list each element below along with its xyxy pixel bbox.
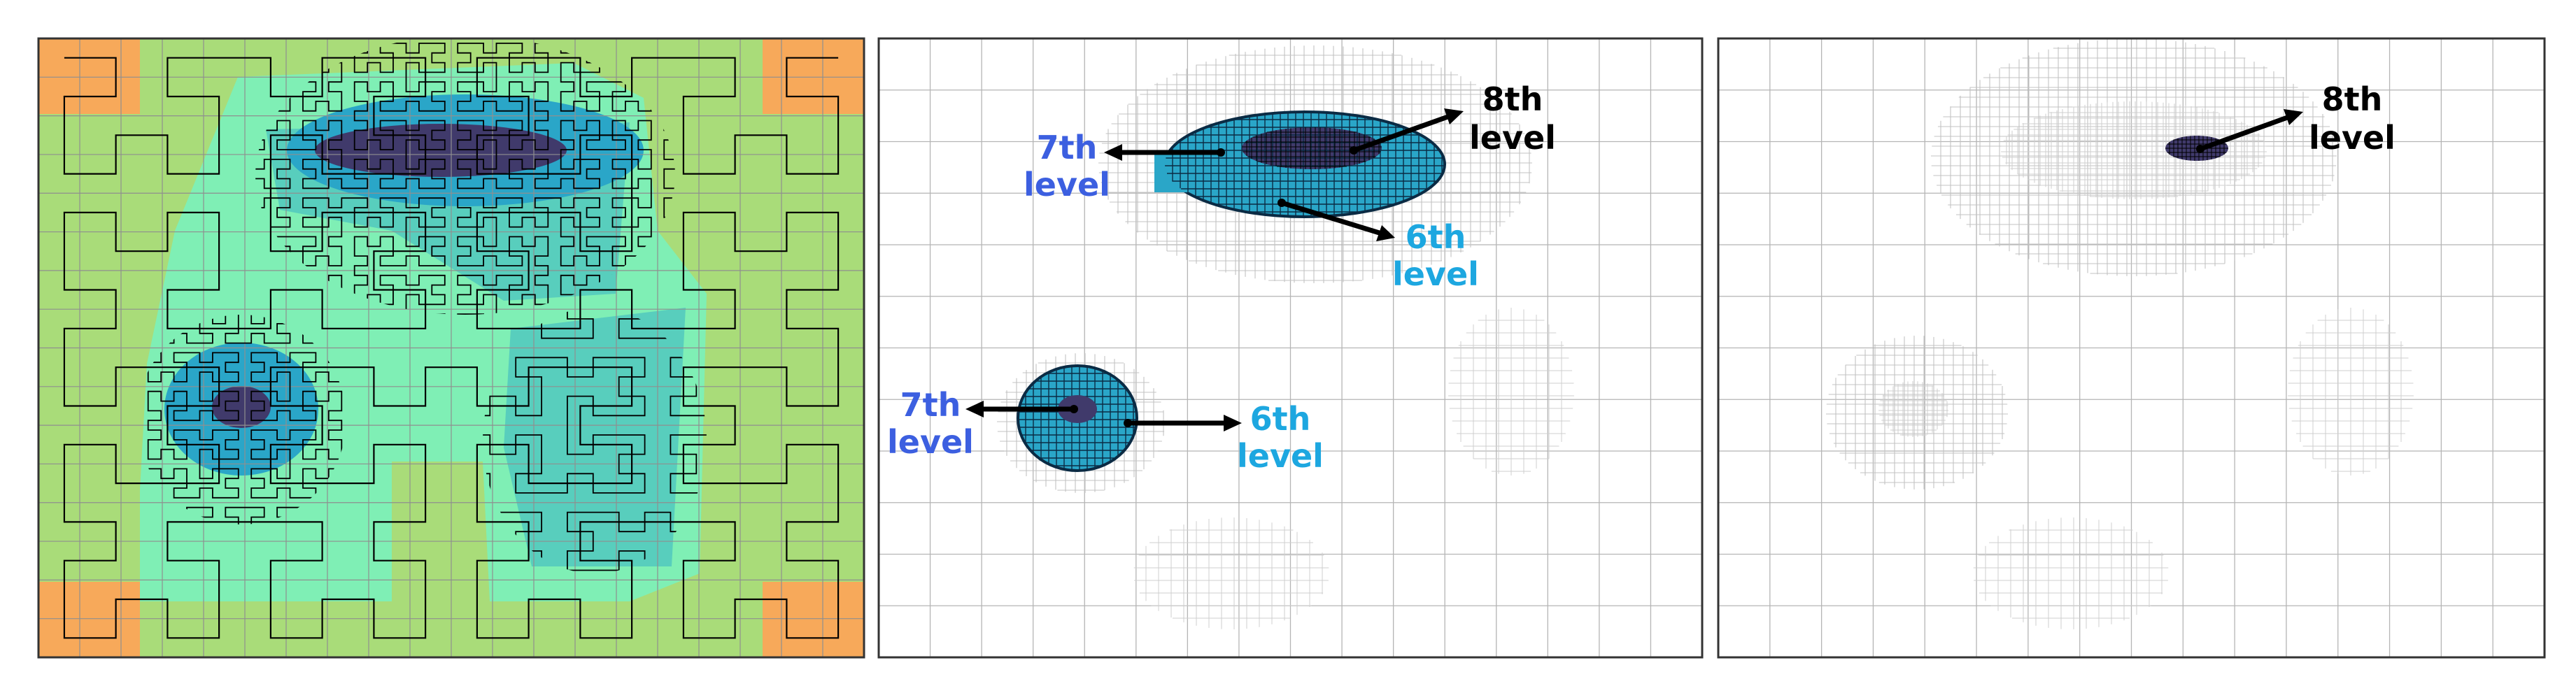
label-8th-level-upper-line1: 8th (1482, 80, 1543, 118)
arrow-6th-level-upper (1278, 199, 1395, 241)
panel-refinement-levels: 7th level 8th level 6th level 7th level … (877, 37, 1704, 659)
label-7th-level-upper-line2: level (1024, 166, 1110, 203)
label-7th-level-upper-line1: 7th (1037, 129, 1098, 166)
label-8th-level-upper-line2: level (1469, 119, 1556, 157)
label-8th-level-line2: level (2309, 119, 2395, 157)
panel-colored-curve-grid (38, 38, 864, 657)
label-6th-level-lower-line1: 6th (1250, 400, 1311, 438)
panel-finest-level: 8th level (1717, 37, 2546, 659)
panel-refinement-levels-border (877, 37, 1704, 659)
panel-colored-curve-border (37, 37, 865, 659)
label-6th-level-upper-line2: level (1392, 255, 1479, 293)
label-6th-level-upper-line1: 6th (1406, 218, 1466, 256)
label-8th-level-line1: 8th (2322, 80, 2383, 118)
label-7th-level-lower-line2: level (887, 423, 974, 461)
arrow-8th-level (2196, 109, 2303, 153)
arrow-8th-level-upper (1350, 108, 1464, 155)
label-7th-level-lower-line1: 7th (900, 386, 961, 424)
hilbert-curve (63, 43, 840, 639)
panel-refinement-levels-fills (1017, 110, 1446, 472)
arrow-7th-level-lower (965, 401, 1078, 417)
arrow-6th-level-lower (1124, 415, 1242, 431)
panel-finest-level-border (1717, 37, 2546, 659)
panel-finest-level-grid (1718, 38, 2545, 657)
arrow-7th-level-upper (1104, 144, 1225, 161)
panel-colored-curve (37, 37, 865, 659)
label-6th-level-lower-line2: level (1237, 437, 1324, 475)
